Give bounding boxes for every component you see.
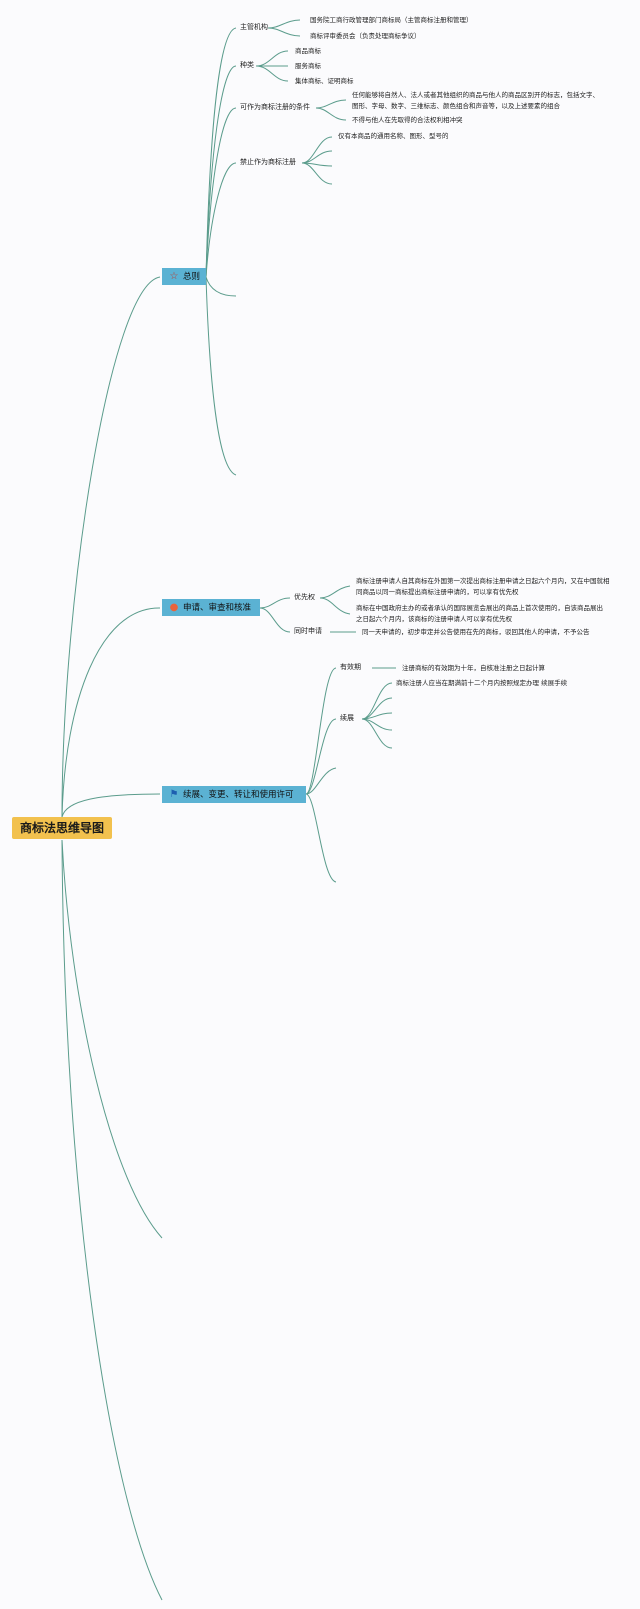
leaf-types-1: 商品商标: [295, 47, 321, 55]
link-application-priority: [259, 597, 291, 609]
link-root-general: [61, 276, 161, 818]
link-priority-1: [319, 585, 351, 599]
link-renewal-renew: [305, 718, 337, 795]
topic-validity[interactable]: 有效期: [340, 663, 361, 671]
branch-application[interactable]: ● 申请、审查和核准: [162, 599, 260, 616]
link-renewal-validity: [305, 667, 337, 795]
topic-conditions[interactable]: 可作为商标注册的条件: [240, 103, 310, 111]
link-general-authority: [205, 27, 237, 278]
link-types-3: [255, 65, 289, 82]
leaf-priority-1: 商标注册申请人自其商标在外国第一次提出商标注册申请之日起六个月内，又在中国就相同…: [356, 577, 610, 596]
branch-application-label: 申请、审查和核准: [183, 603, 252, 613]
link-general-conditions: [205, 107, 237, 278]
topic-priority[interactable]: 优先权: [294, 593, 315, 601]
link-renewal-hidden-2: [305, 793, 337, 883]
link-renewal-hidden-1: [305, 767, 337, 795]
flag-icon: ⚑: [169, 789, 179, 800]
leaf-types-3: 集体商标、证明商标: [295, 77, 354, 85]
link-prohibited-4: [301, 162, 333, 185]
branch-general-label: 总则: [183, 272, 201, 282]
link-renew-1: [361, 682, 393, 720]
link-root-renewal: [61, 793, 161, 818]
star-icon: ☆: [169, 271, 179, 282]
leaf-authority-2: 商标评审委员会（负责处理商标争议）: [310, 32, 421, 40]
link-general-prohibited: [205, 162, 237, 278]
link-general-hidden-1: [205, 276, 237, 297]
link-application-same-day: [259, 607, 291, 633]
link-conditions-1: [315, 99, 347, 109]
leaf-priority-2: 商标在中国政府主办的或者承认的国际展览会展出的商品上首次使用的，自该商品展出 之…: [356, 604, 603, 623]
topic-renew[interactable]: 续展: [340, 714, 354, 722]
branch-general[interactable]: ☆ 总则: [162, 268, 207, 285]
leaf-types-2: 服务商标: [295, 62, 321, 70]
link-root-hidden-2: [61, 839, 163, 1601]
dot-icon: ●: [169, 602, 179, 613]
link-root-application: [61, 607, 161, 818]
link-authority-2: [267, 27, 301, 37]
link-general-hidden-2: [205, 276, 237, 476]
link-types-1: [255, 50, 289, 67]
topic-prohibited[interactable]: 禁止作为商标注册: [240, 158, 296, 166]
leaf-same-day-1: 同一天申请的，初步审定并公告使用在先的商标，驳回其他人的申请，不予公告: [362, 628, 590, 636]
leaf-conditions-1: 任何能够将自然人、法人或者其他组织的商品与他人的商品区别开的标志，包括文字、图形…: [352, 91, 599, 110]
leaf-conditions-2: 不得与他人在先取得的合法权利相冲突: [352, 116, 463, 124]
link-renew-5: [361, 718, 393, 749]
root-node[interactable]: 商标法思维导图: [12, 817, 112, 839]
branch-renewal[interactable]: ⚑ 续展、变更、转让和使用许可: [162, 786, 306, 803]
topic-authority[interactable]: 主管机构: [240, 23, 268, 31]
topic-same-day[interactable]: 同时申请: [294, 627, 322, 635]
link-authority-1: [267, 19, 301, 29]
root-label: 商标法思维导图: [19, 821, 104, 835]
link-prohibited-1: [301, 136, 333, 164]
link-root-hidden-1: [61, 839, 163, 1239]
link-conditions-2: [315, 107, 347, 121]
leaf-renew-1: 商标注册人应当在期满前十二个月内按照规定办理 续展手续: [396, 679, 568, 687]
link-general-types: [205, 65, 237, 278]
leaf-authority-1: 国务院工商行政管理部门商标局（主管商标注册和管理）: [310, 16, 473, 24]
link-priority-2: [319, 597, 351, 615]
branch-renewal-label: 续展、变更、转让和使用许可: [183, 790, 294, 800]
leaf-validity-1: 注册商标的有效期为十年，自核准注册之日起计算: [402, 664, 545, 672]
leaf-prohibited-1: 仅有本商品的通用名称、图形、型号的: [338, 132, 449, 140]
topic-types[interactable]: 种类: [240, 61, 254, 69]
